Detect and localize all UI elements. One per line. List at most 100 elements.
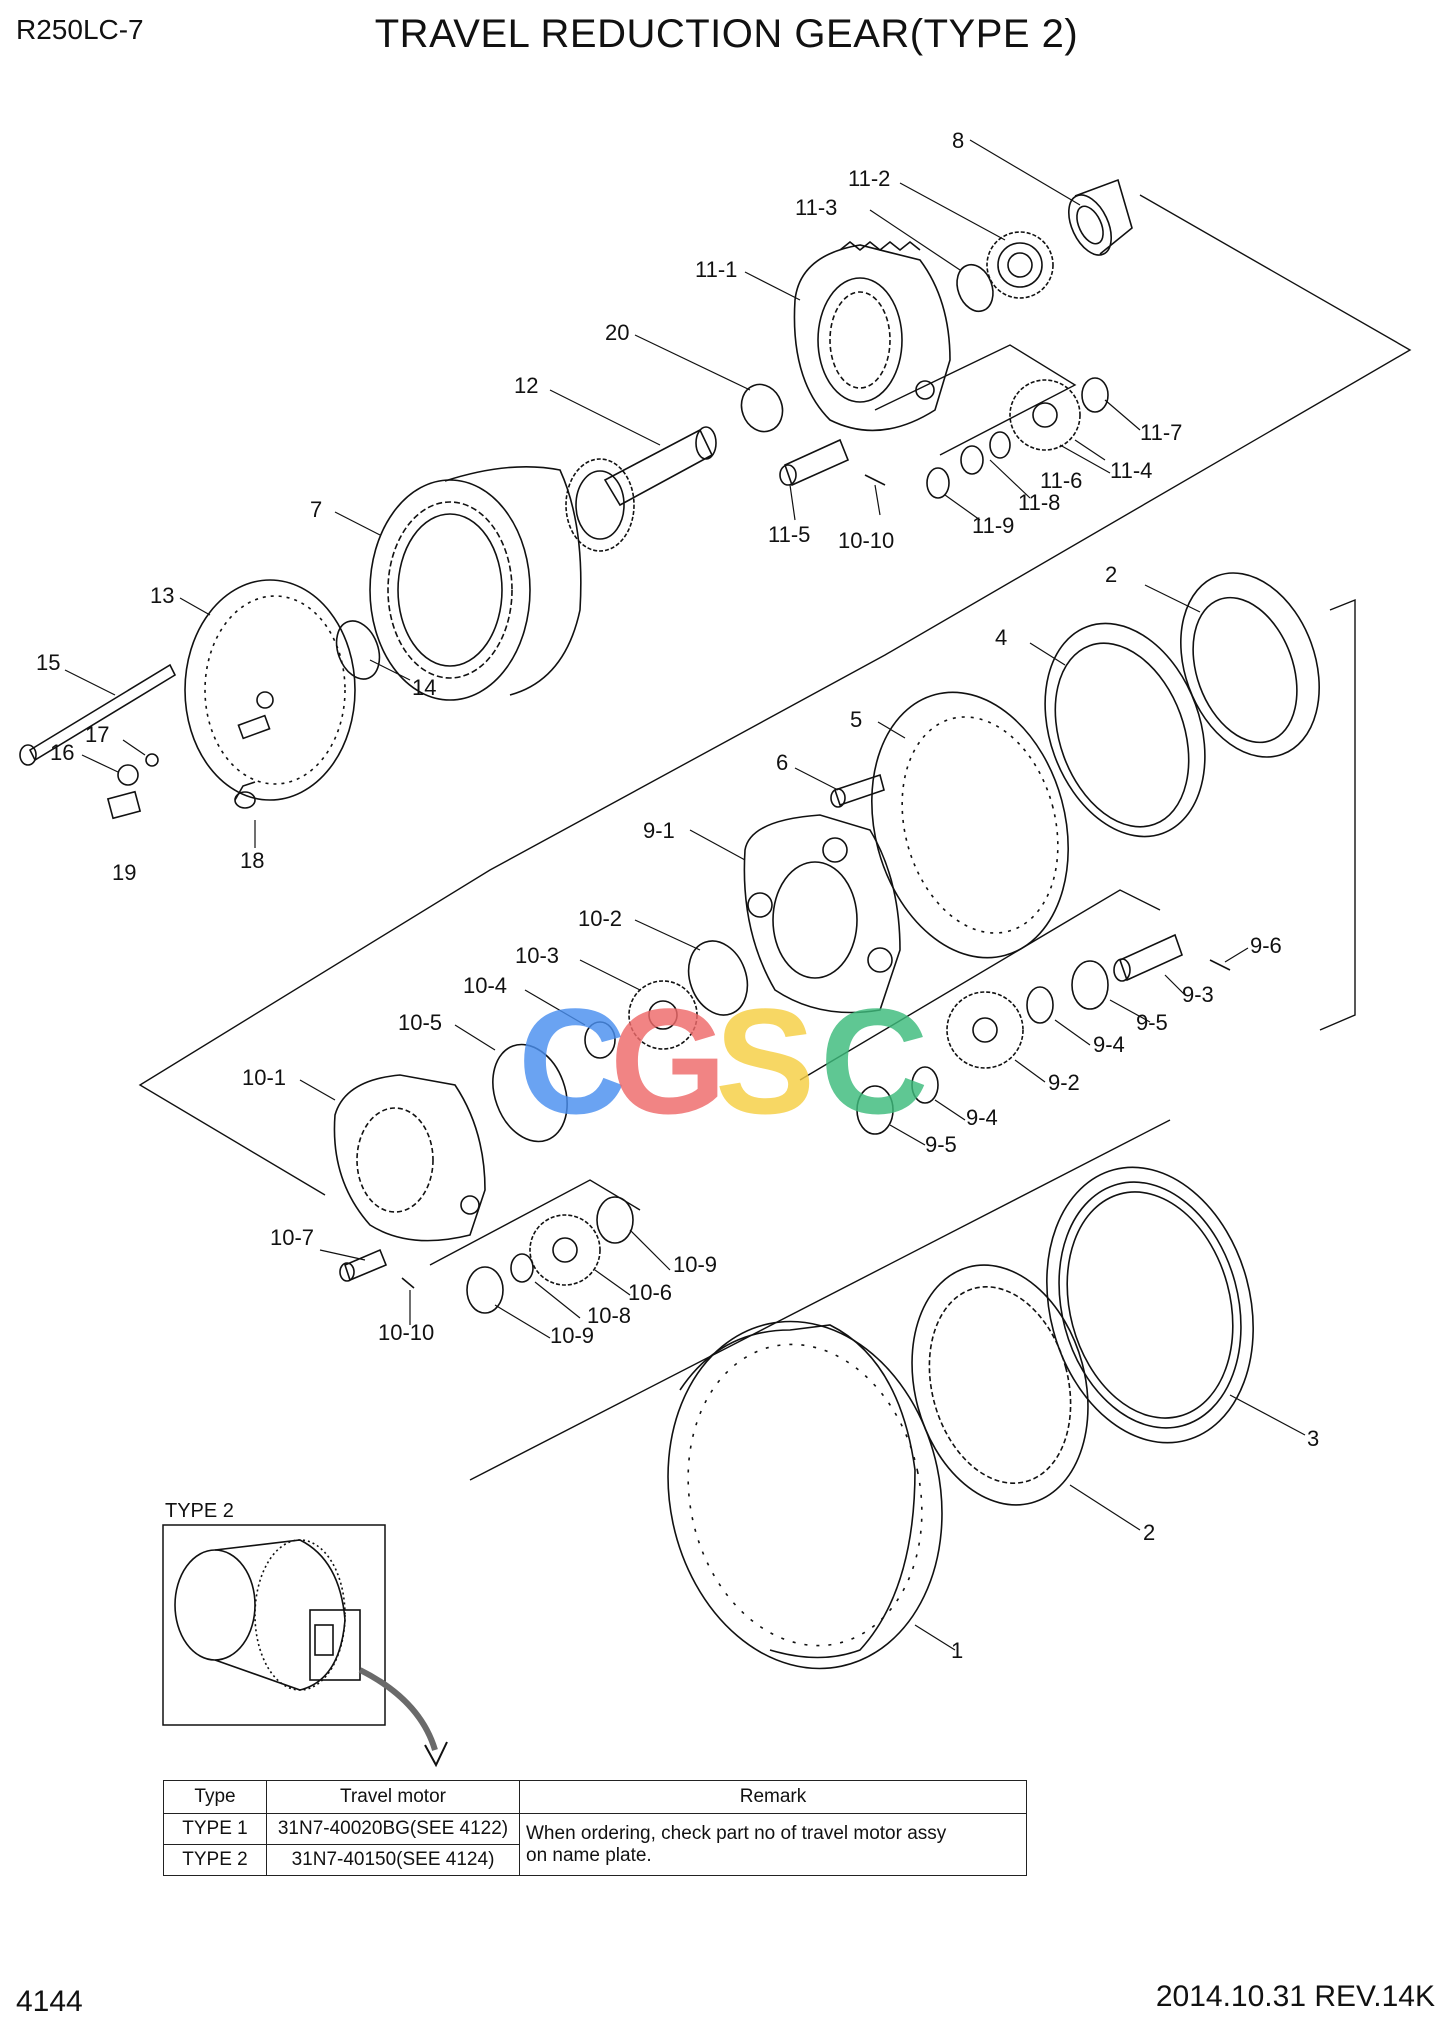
second-carrier-part xyxy=(743,814,901,1014)
watermark-s: S xyxy=(715,977,816,1145)
bearing-part xyxy=(1180,572,1320,758)
callout-10-7: 10-7 xyxy=(270,1225,314,1250)
callout-17: 17 xyxy=(85,722,109,747)
revision-date: 2014.10.31 REV.14K xyxy=(1155,1980,1435,2013)
seal-ring-part xyxy=(1046,1166,1254,1444)
callout-11-6: 11-6 xyxy=(1040,468,1082,493)
callout-10-2: 10-2 xyxy=(578,906,622,931)
callout-9-5b: 9-5 xyxy=(925,1132,957,1157)
inset-label: TYPE 2 xyxy=(165,1500,234,1522)
callout-12: 12 xyxy=(514,373,538,398)
flange-part xyxy=(871,691,1069,959)
callout-10-5: 10-5 xyxy=(398,1010,442,1035)
callout-11-1: 11-1 xyxy=(695,257,737,282)
callout-11-4: 11-4 xyxy=(1110,458,1152,483)
callout-6: 6 xyxy=(776,750,788,775)
callout-10-10b: 10-10 xyxy=(378,1320,434,1345)
planet-gear-9-2-part xyxy=(946,991,1024,1069)
callout-18: 18 xyxy=(240,848,264,873)
header-remark: Remark xyxy=(519,1780,1027,1814)
ring-gear-part xyxy=(369,466,582,701)
planet-pin-part xyxy=(779,438,850,487)
callout-16: 16 xyxy=(50,740,74,765)
callout-9-4b: 9-4 xyxy=(966,1105,998,1130)
pin-9-3-part xyxy=(1113,933,1183,982)
planet-gear-part xyxy=(1009,379,1081,451)
model-number: R250LC-7 xyxy=(16,14,144,45)
watermark-g: G xyxy=(610,977,727,1145)
callout-9-5a: 9-5 xyxy=(1136,1010,1168,1035)
sleeve-part xyxy=(1068,178,1133,256)
row1-motor: 31N7-40020BG(SEE 4122) xyxy=(266,1813,520,1845)
o-ring-part-14 xyxy=(335,620,381,680)
callout-20: 20 xyxy=(605,320,629,345)
callout-9-3: 9-3 xyxy=(1182,982,1214,1007)
name-plate-part xyxy=(106,790,142,820)
sun-gear-part xyxy=(986,231,1054,299)
callout-11-2: 11-2 xyxy=(848,166,890,191)
callout-11-5: 11-5 xyxy=(768,522,810,547)
carrier-part xyxy=(793,240,951,432)
callout-labels: 8 11-2 11-3 11-1 20 12 7 13 15 14 17 16 … xyxy=(36,128,1319,1663)
spring-pin-9-6 xyxy=(1209,959,1231,971)
thrust-washer-10-9b xyxy=(466,1266,504,1314)
needle-bearing-9-4b xyxy=(911,1066,939,1104)
needle-bearing-part xyxy=(989,431,1011,459)
assembly-guide-lines xyxy=(138,194,1412,1481)
needle-bearing-9-4a xyxy=(1026,986,1054,1024)
callout-4: 4 xyxy=(995,625,1007,650)
callout-10-9a: 10-9 xyxy=(673,1252,717,1277)
callout-10-8: 10-8 xyxy=(587,1303,631,1328)
needle-bearing-10-8 xyxy=(510,1253,534,1283)
watermark-c2: C xyxy=(820,977,929,1145)
callout-1: 1 xyxy=(951,1638,963,1663)
o-ring-10-5 xyxy=(492,1043,568,1143)
small-o-ring-part xyxy=(145,753,159,767)
callout-9-6: 9-6 xyxy=(1250,933,1282,958)
header-travel-motor: Travel motor xyxy=(266,1780,520,1814)
callout-8: 8 xyxy=(952,128,964,153)
row2-motor: 31N7-40150(SEE 4124) xyxy=(266,1844,520,1876)
callout-19: 19 xyxy=(112,860,136,885)
callout-7: 7 xyxy=(310,497,322,522)
remark-cell: When ordering, check part no of travel m… xyxy=(519,1813,1027,1876)
o-ring-10-2 xyxy=(687,940,749,1016)
bearing-bottom-part xyxy=(911,1264,1089,1506)
plug-part xyxy=(117,764,139,786)
thrust-washer-part xyxy=(1081,377,1109,413)
washer-part xyxy=(960,445,984,475)
callout-11-3: 11-3 xyxy=(795,195,837,220)
callout-10-10a: 10-10 xyxy=(838,528,894,553)
remark-line-2: on name plate. xyxy=(526,1844,652,1866)
thrust-washer-9-5b xyxy=(856,1085,894,1135)
pin-10-7-part xyxy=(339,1248,388,1282)
callout-11-8: 11-8 xyxy=(1018,490,1060,515)
callout-9-4a: 9-4 xyxy=(1093,1032,1125,1057)
callout-10-1: 10-1 xyxy=(242,1065,286,1090)
callout-10-4: 10-4 xyxy=(463,973,507,998)
input-shaft-part xyxy=(565,426,717,552)
bolt-part xyxy=(19,663,177,766)
thrust-washer-9-5a xyxy=(1071,960,1109,1010)
header-type: Type xyxy=(163,1780,267,1814)
callout-15: 15 xyxy=(36,650,60,675)
o-ring-part xyxy=(740,383,784,433)
callout-2a: 2 xyxy=(1105,562,1117,587)
thrust-plate-10-4 xyxy=(584,1021,616,1059)
o-ring-11-9-part xyxy=(926,467,950,499)
callout-11-7: 11-7 xyxy=(1140,420,1182,445)
planet-gear-bore xyxy=(1032,402,1058,428)
carrier-10-1-part xyxy=(333,1074,486,1242)
floating-seal-part xyxy=(1044,622,1206,838)
callout-9-1: 9-1 xyxy=(643,818,675,843)
thrust-washer-10-9a xyxy=(596,1196,634,1244)
row1-type: TYPE 1 xyxy=(163,1813,267,1845)
row2-type: TYPE 2 xyxy=(163,1844,267,1876)
socket-bolt-part xyxy=(830,773,885,808)
travel-motor-table: Type Travel motor Remark TYPE 1 31N7-400… xyxy=(163,1780,1027,1876)
callout-2b: 2 xyxy=(1143,1520,1155,1545)
snap-ring-part xyxy=(956,263,994,313)
callout-10-9b: 10-9 xyxy=(550,1323,594,1348)
spring-pin-part xyxy=(864,474,886,486)
housing-hub-part xyxy=(667,1320,943,1670)
